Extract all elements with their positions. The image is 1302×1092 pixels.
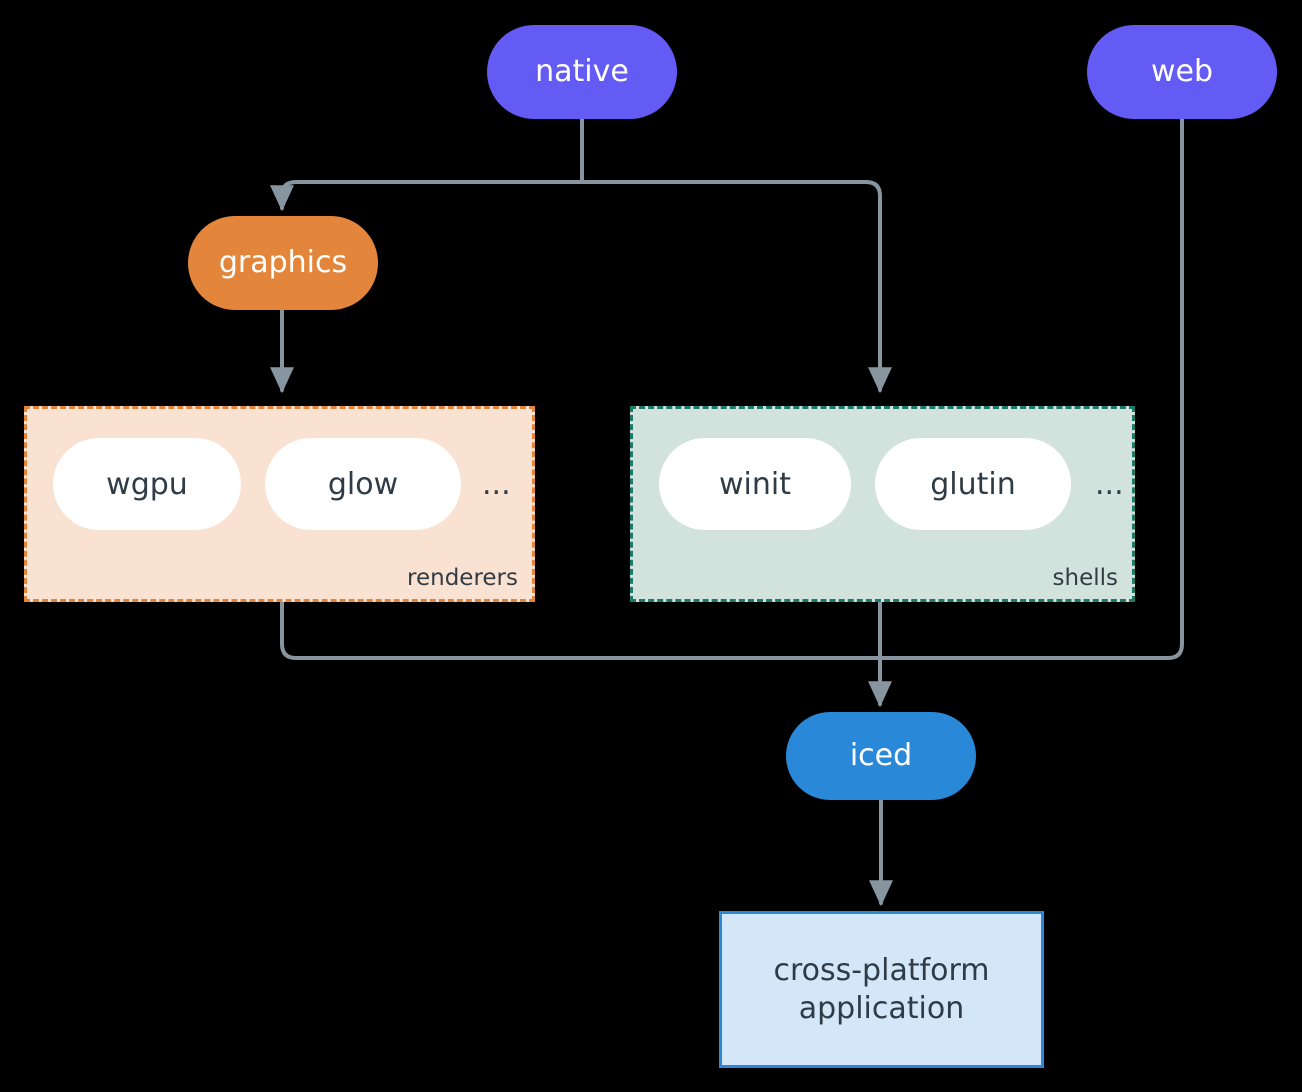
node-iced[interactable]: iced <box>786 712 976 800</box>
node-application-label-line1: cross-platform <box>773 953 990 988</box>
list-item-glow[interactable]: glow <box>265 438 461 530</box>
cluster-renderers-label: renderers <box>407 565 518 591</box>
renderers-overflow-ellipsis: ... <box>482 466 511 502</box>
edge-web-iced <box>878 117 1184 660</box>
pill-winit-label: winit <box>719 466 791 502</box>
cluster-shells: winit glutin ... shells <box>630 406 1135 602</box>
cluster-shells-label: shells <box>1052 565 1118 591</box>
list-item-wgpu[interactable]: wgpu <box>53 438 241 530</box>
node-application-label-line2: application <box>798 990 965 1026</box>
cluster-renderers: wgpu glow ... renderers <box>24 406 535 602</box>
node-graphics-label: graphics <box>218 245 348 281</box>
shells-overflow-ellipsis: ... <box>1095 466 1124 502</box>
list-item-glutin[interactable]: glutin <box>875 438 1071 530</box>
pill-glutin-label: glutin <box>930 466 1016 502</box>
node-cross-platform-application[interactable]: cross-platform application <box>719 911 1044 1068</box>
node-web[interactable]: web <box>1087 25 1277 119</box>
node-web-label: web <box>1150 54 1214 90</box>
node-iced-label: iced <box>849 738 913 774</box>
node-native-label: native <box>535 54 629 90</box>
pill-glow-label: glow <box>327 466 399 502</box>
list-item-winit[interactable]: winit <box>659 438 851 530</box>
edge-native-graphics <box>269 180 584 212</box>
pill-wgpu-label: wgpu <box>106 466 188 502</box>
edge-native-shells <box>580 180 892 394</box>
node-native[interactable]: native <box>487 25 677 119</box>
edge-renderers-iced <box>280 600 882 660</box>
node-graphics[interactable]: graphics <box>188 216 378 310</box>
